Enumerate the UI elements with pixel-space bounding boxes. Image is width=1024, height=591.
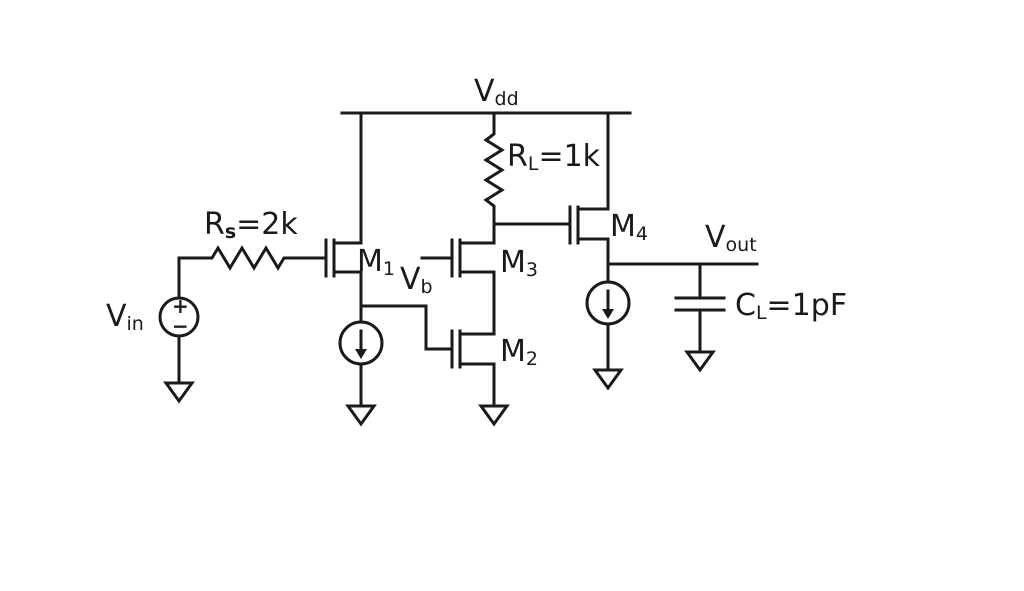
transistor-m2	[450, 329, 496, 408]
cl-label: CL=1pF	[735, 288, 847, 324]
resistor-rs	[177, 245, 326, 271]
resistor-rl	[483, 111, 505, 226]
wire-m1-to-m2-gate	[359, 304, 454, 351]
m2-label: M2	[500, 334, 538, 370]
m3-label: M3	[500, 245, 538, 281]
vin-label: Vin	[106, 299, 144, 335]
vout-label: Vout	[705, 220, 757, 256]
rl-label: RL=1k	[507, 139, 601, 175]
m4-label: M4	[610, 209, 648, 245]
source-plus-sign: +	[172, 294, 189, 318]
vdd-label: Vdd	[474, 74, 519, 110]
capacitor-cl	[674, 262, 726, 354]
current-source-m4	[585, 280, 631, 372]
transistor-m4	[568, 111, 610, 284]
ground-symbol-m2	[478, 404, 510, 427]
ground-symbol-cl	[684, 350, 716, 373]
transistor-m3	[420, 222, 496, 335]
ground-symbol-m1	[345, 404, 377, 427]
input-voltage-source	[158, 256, 200, 385]
ground-symbol-m4	[592, 368, 624, 391]
transistor-m1	[324, 111, 363, 308]
current-source-m1	[338, 304, 384, 408]
m1-label: M1	[357, 244, 395, 280]
source-minus-sign: −	[172, 314, 189, 338]
vb-label: Vb	[400, 262, 433, 298]
ground-symbol-vin	[163, 381, 195, 404]
rs-label: Rs=2k	[204, 207, 298, 243]
